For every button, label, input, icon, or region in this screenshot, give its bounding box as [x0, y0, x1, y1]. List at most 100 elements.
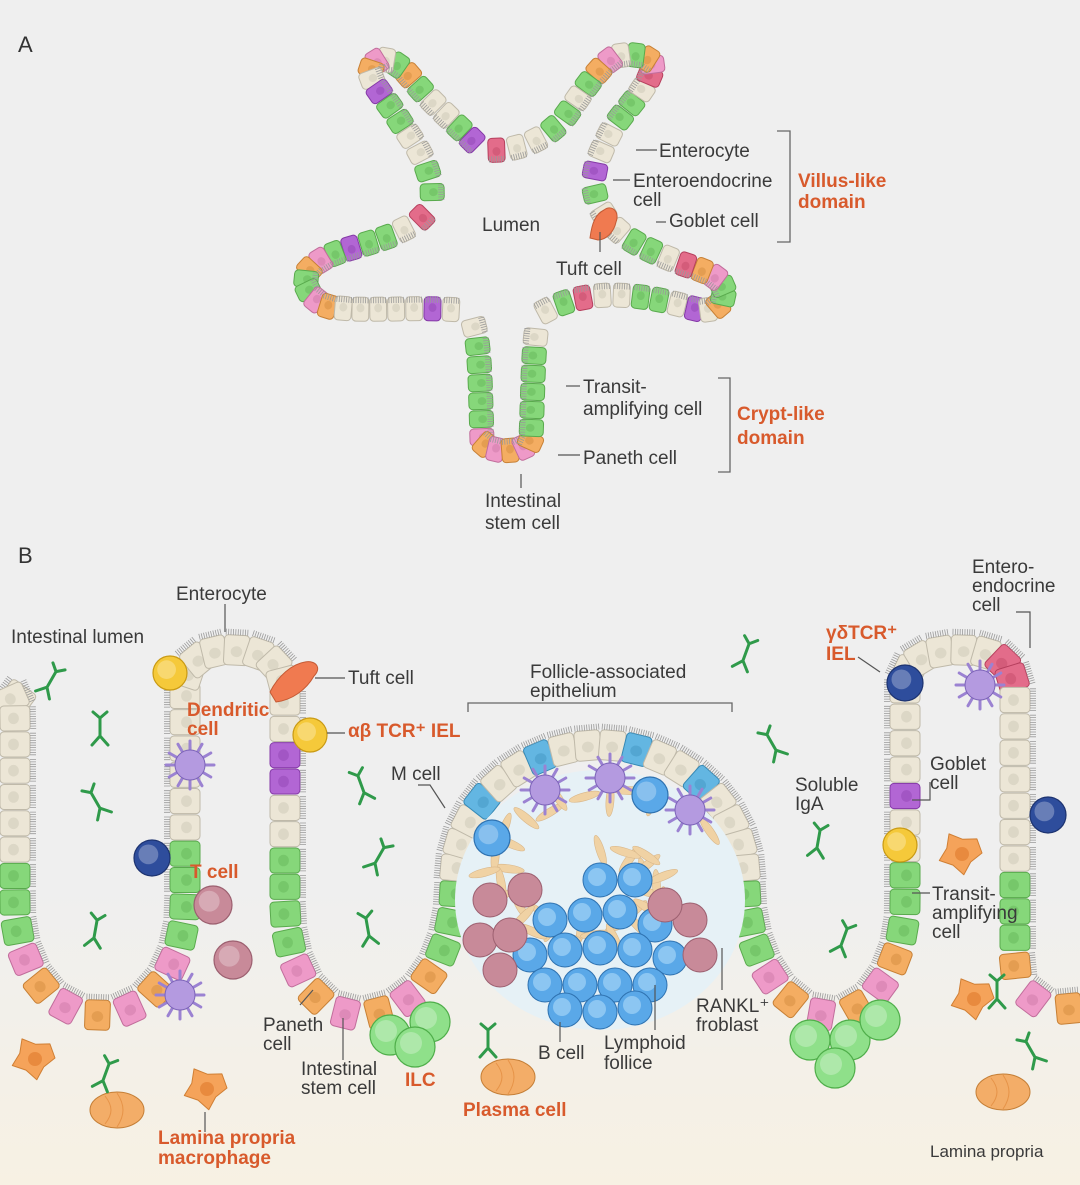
- microvilli: [836, 984, 859, 1001]
- cell-nucleus: [1008, 879, 1019, 891]
- cell-nucleus: [454, 124, 463, 133]
- b-cell: [473, 819, 511, 857]
- cell-body: [297, 978, 335, 1015]
- cell-nucleus: [653, 753, 666, 765]
- microvilli: [486, 393, 494, 409]
- cell-body: [468, 410, 495, 429]
- villus-left-transit-amplifying-cell: [269, 873, 306, 900]
- organoid-goblet-cell: [581, 160, 609, 182]
- organoid-enterocyte-cell: [441, 296, 461, 323]
- microvilli: [628, 76, 642, 93]
- gd-iel-cell: [1029, 796, 1067, 834]
- organoid-enterocyte-cell: [533, 296, 558, 325]
- cell-nucleus: [267, 659, 279, 671]
- cell-nucleus: [901, 896, 912, 908]
- microvilli: [433, 853, 442, 879]
- cell-nucleus: [192, 655, 204, 667]
- organoid-stem-cell: [394, 62, 423, 89]
- cell-nucleus: [8, 712, 19, 725]
- organoid-transit-amplifying-cell: [374, 223, 398, 252]
- cell-body: [999, 818, 1031, 846]
- villus-left-enterocyte-cell: [164, 709, 201, 736]
- villus-left-transit-amplifying-cell: [158, 920, 199, 951]
- organoid-transit-amplifying-cell: [552, 288, 576, 317]
- cell-nucleus: [901, 710, 912, 723]
- cell-nucleus: [376, 86, 385, 95]
- b-cell-nucleus: [573, 903, 591, 921]
- microvilli: [871, 941, 885, 965]
- microvilli: [879, 916, 890, 940]
- label-tcell: T cell: [190, 862, 239, 883]
- label-enteroendocrine-a-1: Enteroendocrine: [633, 171, 772, 192]
- microvilli: [419, 932, 433, 956]
- microvilli: [925, 628, 949, 639]
- microvilli: [45, 963, 65, 985]
- cell-body: [419, 183, 445, 202]
- villus-left-transit-amplifying-cell: [269, 900, 308, 928]
- rankl-fibroblast: [609, 845, 642, 859]
- ilc-cell: [814, 1047, 856, 1089]
- microvilli: [318, 973, 339, 994]
- cell-body: [751, 958, 789, 995]
- microvilli: [519, 401, 527, 418]
- cell-nucleus: [331, 250, 340, 259]
- villus-left-goblet-cell: [269, 742, 306, 769]
- cell-nucleus: [564, 109, 573, 118]
- microvilli: [899, 634, 923, 652]
- label-intestinal-lumen: Intestinal lumen: [11, 627, 144, 648]
- label-villus-domain-2: domain: [798, 192, 866, 213]
- ab-iel-cell-highlight: [887, 832, 906, 851]
- organoid-enterocyte-cell: [406, 140, 435, 165]
- organoid-transit-amplifying-cell: [553, 100, 582, 127]
- villus-left-enterocyte-cell: [198, 628, 230, 669]
- label-gd-iel-2: IEL: [826, 644, 856, 665]
- cell-nucleus: [1008, 746, 1019, 759]
- microvilli: [671, 290, 688, 301]
- villus-right-enterocyte-cell: [999, 818, 1036, 846]
- microvilli: [722, 779, 743, 803]
- label-bcell: B cell: [538, 1043, 584, 1064]
- organoid-enterocyte-cell: [391, 215, 416, 244]
- cell-nucleus: [181, 690, 192, 702]
- cell-nucleus: [8, 843, 19, 856]
- microvilli: [485, 375, 493, 391]
- cell-nucleus: [477, 397, 487, 406]
- cell-nucleus: [230, 646, 243, 658]
- cell-nucleus: [655, 294, 664, 304]
- microvilli: [606, 104, 621, 120]
- organoid-transit-amplifying-cell: [625, 42, 646, 69]
- cell-nucleus: [278, 723, 289, 735]
- organoid-epithelium: [293, 42, 737, 464]
- dendritic-cell: [964, 669, 996, 701]
- cell-nucleus: [181, 821, 192, 834]
- t-cell-highlight: [198, 890, 220, 912]
- cell-body: [889, 703, 921, 730]
- cell-nucleus: [291, 965, 303, 977]
- label-lymphoid-2: follice: [604, 1053, 653, 1074]
- cell-nucleus: [278, 828, 289, 840]
- label-enteroendocrine-b-1: Entero-: [972, 557, 1034, 578]
- microvilli: [656, 260, 673, 273]
- microvilli: [674, 268, 691, 279]
- b-cell-nucleus: [623, 868, 641, 886]
- cell-nucleus: [697, 267, 706, 276]
- microvilli: [277, 640, 297, 662]
- dendritic-cell: [174, 749, 206, 781]
- cell-nucleus: [559, 297, 568, 306]
- label-enteroendocrine-b-2: endocrine: [972, 576, 1055, 597]
- cell-body: [889, 756, 921, 783]
- microvilli: [362, 989, 386, 1002]
- cell-nucleus: [339, 1009, 351, 1021]
- organoid-enterocyte-cell: [564, 85, 593, 112]
- microvilli: [601, 723, 627, 732]
- microvilli: [595, 122, 608, 139]
- microvilli: [300, 875, 306, 898]
- t-cell: [193, 885, 233, 925]
- cell-nucleus: [278, 908, 290, 920]
- microvilli: [110, 985, 134, 1000]
- cell-nucleus: [996, 657, 1008, 670]
- b-cell-nucleus: [608, 900, 626, 918]
- cell-body: [861, 967, 899, 1004]
- b-cell-nucleus: [603, 973, 621, 991]
